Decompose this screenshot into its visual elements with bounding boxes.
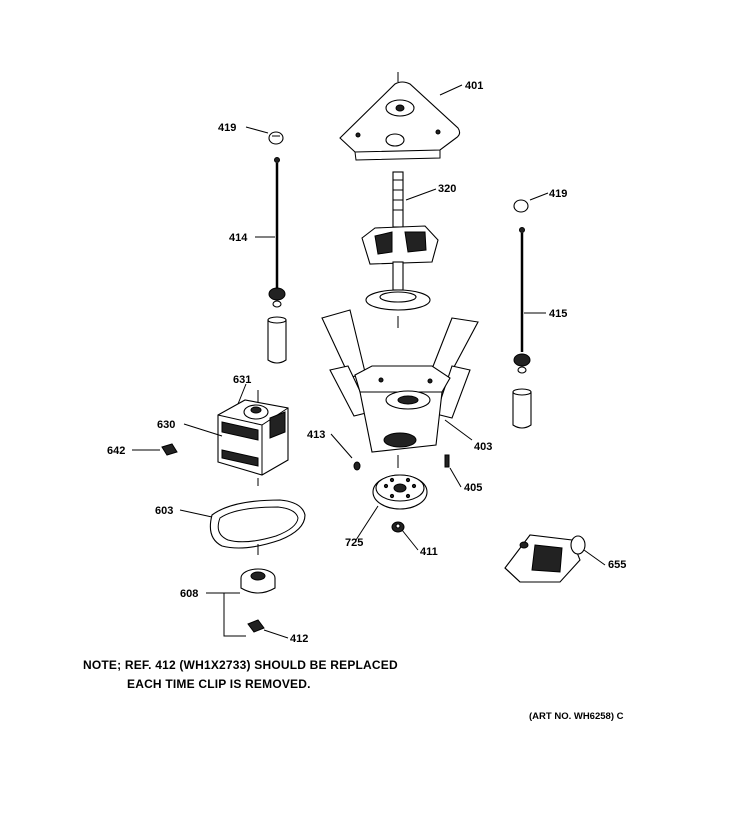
part-401-cover xyxy=(339,72,461,161)
callout-608: 608 xyxy=(180,588,198,600)
part-419-cap-left xyxy=(268,131,284,145)
callout-419-left: 419 xyxy=(218,122,236,134)
callout-631: 631 xyxy=(233,374,251,386)
part-603-belt xyxy=(209,499,306,555)
part-405-screw xyxy=(444,454,450,468)
callout-642: 642 xyxy=(107,445,125,457)
callout-419-right: 419 xyxy=(549,188,567,200)
callout-401: 401 xyxy=(465,80,483,92)
callout-320: 320 xyxy=(438,183,456,195)
part-608-coupling xyxy=(240,568,276,594)
part-413-nut xyxy=(353,461,361,471)
callout-630: 630 xyxy=(157,419,175,431)
note-line-1: NOTE; REF. 412 (WH1X2733) SHOULD BE REPL… xyxy=(83,658,398,672)
callout-415: 415 xyxy=(549,308,567,320)
callout-603: 603 xyxy=(155,505,173,517)
callout-405: 405 xyxy=(464,482,482,494)
callout-412: 412 xyxy=(290,633,308,645)
callout-413: 413 xyxy=(307,429,325,441)
part-412-clip xyxy=(247,619,265,633)
callout-411: 411 xyxy=(420,546,438,558)
part-411-nut xyxy=(391,521,405,533)
part-655-pump xyxy=(504,534,586,583)
part-414-rod-left xyxy=(267,157,287,364)
callout-414: 414 xyxy=(229,232,248,244)
art-number: (ART NO. WH6258) C xyxy=(529,711,624,722)
part-642-clip xyxy=(161,443,178,456)
callout-725: 725 xyxy=(345,537,363,549)
part-630-motor xyxy=(217,390,289,486)
leader-lines xyxy=(132,84,606,639)
part-320-transmission xyxy=(361,171,439,328)
part-403-base-bracket xyxy=(321,309,479,468)
part-725-pulley xyxy=(372,474,428,510)
callout-655: 655 xyxy=(608,559,626,571)
part-415-rod-right xyxy=(512,227,532,429)
part-419-cap-right xyxy=(513,199,529,213)
callout-403: 403 xyxy=(474,441,492,453)
note-line-2: EACH TIME CLIP IS REMOVED. xyxy=(127,677,311,691)
